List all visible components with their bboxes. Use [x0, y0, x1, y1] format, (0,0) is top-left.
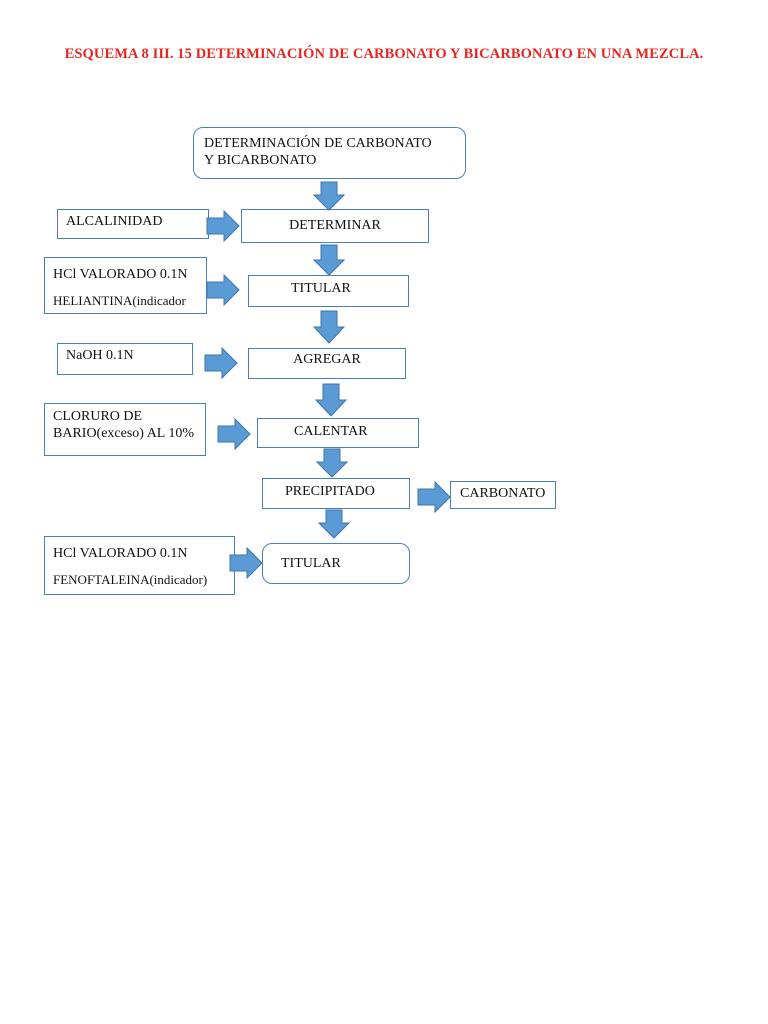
- input-cloruro-bario: CLORURO DE BARIO(exceso) AL 10%: [44, 403, 206, 456]
- input-cloruro-bario-line-2: BARIO(exceso) AL 10%: [53, 426, 195, 441]
- input-naoh: NaOH 0.1N: [57, 343, 193, 375]
- step-titular-1: TITULAR: [248, 275, 409, 307]
- start-node-line-2: Y BICARBONATO: [204, 152, 317, 168]
- arrow-down-2: [313, 244, 345, 276]
- arrow-down-6: [318, 509, 350, 539]
- input-cloruro-bario-line-1: CLORURO DE: [53, 409, 143, 424]
- page-title: ESQUEMA 8 III. 15 DETERMINACIÓN DE CARBO…: [64, 46, 704, 62]
- arrow-right-alcalinidad: [206, 210, 240, 242]
- step-precipitado: PRECIPITADO: [262, 478, 410, 509]
- arrow-right-hcl-2: [229, 547, 263, 579]
- step-determinar: DETERMINAR: [241, 209, 429, 243]
- arrow-right-hcl-1: [206, 274, 240, 306]
- input-hcl-fenoftaleina: HCl VALORADO 0.1N FENOFTALEINA(indicador…: [44, 536, 235, 595]
- arrow-down-1: [313, 181, 345, 211]
- input-hcl-fenoftaleina-line-2: FENOFTALEINA(indicador): [53, 572, 208, 587]
- input-hcl-heliantina-line-1: HCl VALORADO 0.1N: [53, 267, 188, 282]
- input-alcalinidad: ALCALINIDAD: [57, 209, 209, 239]
- step-agregar: AGREGAR: [248, 348, 406, 379]
- step-titular-2: TITULAR: [262, 543, 410, 584]
- arrow-down-5: [316, 448, 348, 478]
- start-node: DETERMINACIÓN DE CARBONATO Y BICARBONATO: [193, 127, 466, 179]
- arrow-right-naoh: [204, 347, 238, 379]
- output-carbonato: CARBONATO: [450, 481, 556, 509]
- input-hcl-fenoftaleina-line-1: HCl VALORADO 0.1N: [53, 546, 188, 561]
- arrow-right-carbonato: [417, 481, 451, 513]
- input-hcl-heliantina-line-2: HELIANTINA(indicador: [53, 293, 186, 308]
- arrow-down-3: [313, 310, 345, 344]
- step-calentar: CALENTAR: [257, 418, 419, 448]
- arrow-right-cloruro: [217, 418, 251, 450]
- input-hcl-heliantina: HCl VALORADO 0.1N HELIANTINA(indicador: [44, 257, 207, 314]
- arrow-down-4: [315, 383, 347, 417]
- start-node-line-1: DETERMINACIÓN DE CARBONATO: [204, 136, 432, 151]
